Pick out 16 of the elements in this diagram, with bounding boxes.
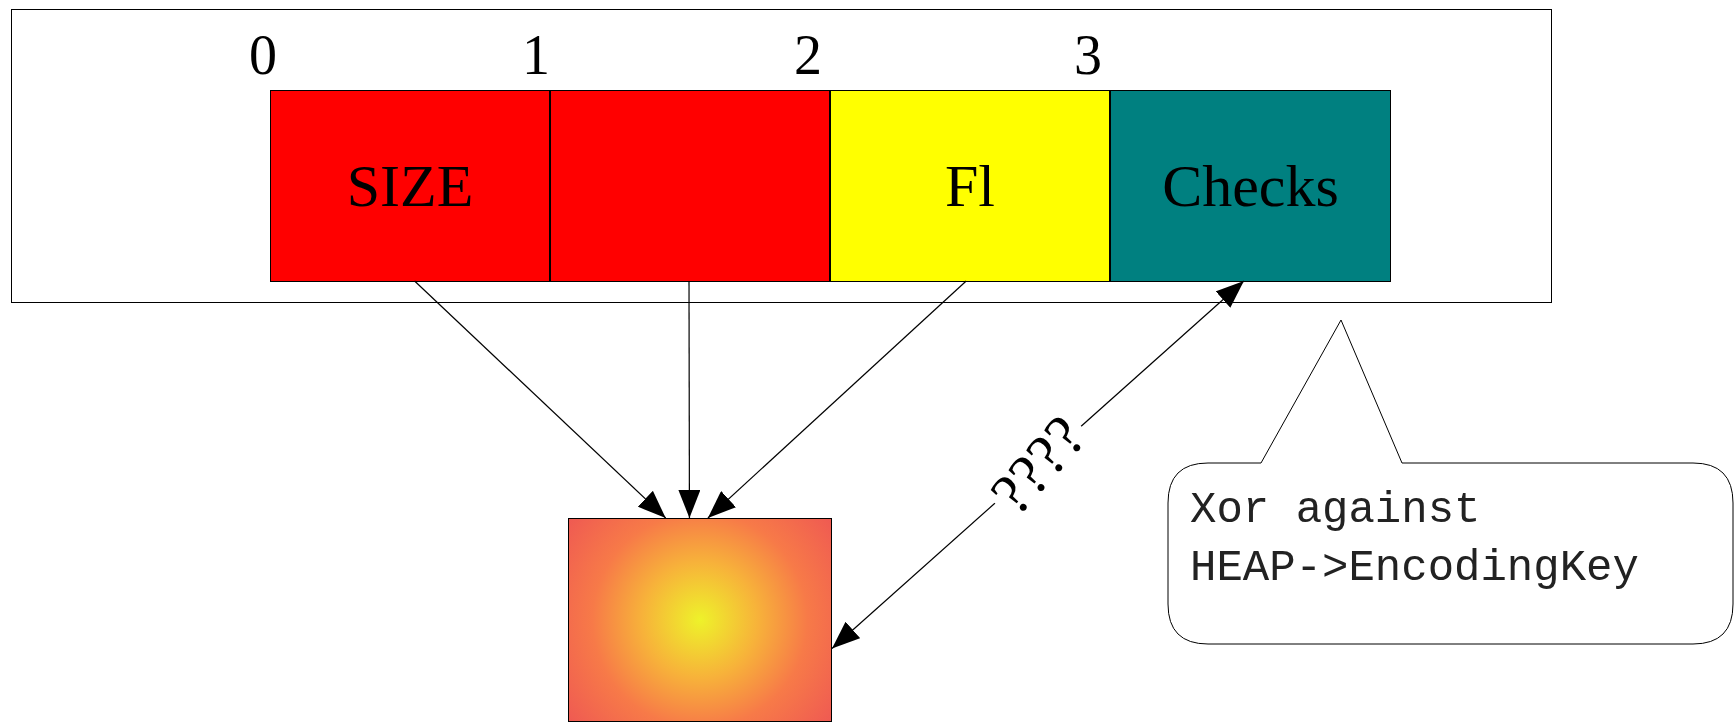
field-label: Checks (1162, 151, 1339, 221)
field-label: SIZE (346, 151, 474, 221)
field-block (550, 90, 830, 282)
arrow (707, 280, 967, 519)
offset-label: 1 (522, 27, 550, 83)
field-block (830, 90, 1110, 282)
field-block (1110, 90, 1391, 282)
offset-label: 2 (794, 27, 822, 83)
field-label: Fl (944, 151, 995, 221)
callout-text: Xor against HEAP->EncodingKey (1190, 484, 1640, 595)
arrow (678, 280, 701, 519)
field-block (270, 90, 550, 282)
offset-label: 0 (249, 27, 277, 83)
offset-label: 3 (1074, 27, 1102, 83)
gradient-square (568, 518, 832, 722)
arrow (414, 280, 667, 519)
